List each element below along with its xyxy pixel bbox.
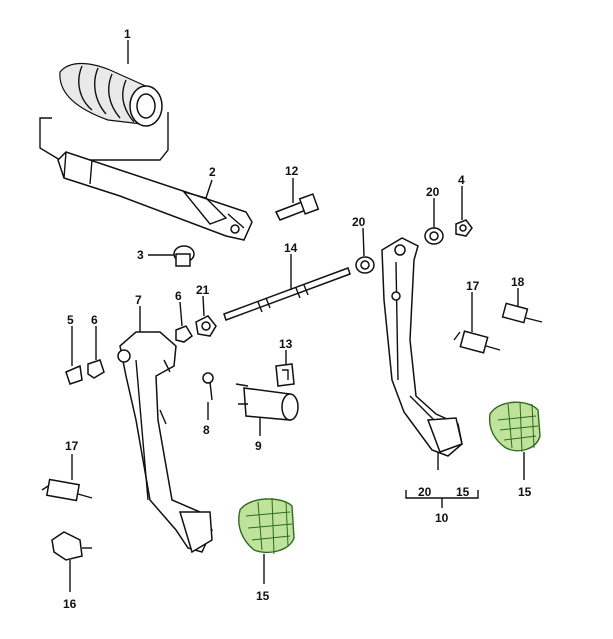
part-21-nut: [195, 315, 217, 337]
part-20-bushing-center: [355, 256, 375, 274]
part-13-bracket: [275, 363, 295, 387]
leader-20-center: [362, 227, 365, 257]
callout-17-left[interactable]: 17: [65, 439, 79, 453]
part-1-rubber-boot: [59, 62, 163, 127]
callout-13[interactable]: 13: [279, 337, 293, 351]
callout-6-left[interactable]: 6: [91, 313, 98, 327]
leader-6-upper: [179, 301, 183, 327]
callout-18[interactable]: 18: [511, 275, 525, 289]
part-10-brake-pedal: [381, 237, 463, 457]
callout-4[interactable]: 4: [458, 173, 465, 187]
leader-2: [205, 179, 213, 199]
callout-10[interactable]: 10: [435, 511, 449, 525]
part-17-switch-left: [41, 478, 93, 502]
part-15-pedal-pad-left: [238, 497, 295, 555]
part-2-pedal-bracket: [57, 151, 253, 241]
callout-21[interactable]: 21: [196, 283, 210, 297]
callout-20-right[interactable]: 20: [426, 185, 440, 199]
callout-8[interactable]: 8: [203, 423, 210, 437]
part-6-clip-upper: [175, 325, 193, 343]
callout-10-20[interactable]: 20: [418, 485, 432, 499]
part-3-bushing: [173, 245, 195, 267]
part-9-cylinder: [235, 383, 299, 421]
part-8-pin: [202, 372, 214, 401]
part-4-nut: [455, 219, 473, 237]
part-20-bushing-right: [424, 227, 444, 245]
part-17-switch-right: [453, 330, 501, 354]
callout-17-right[interactable]: 17: [466, 279, 480, 293]
callout-15-right[interactable]: 15: [518, 485, 532, 499]
callout-9[interactable]: 9: [255, 439, 262, 453]
part-15-pedal-pad-right: [488, 401, 541, 453]
part-7-clutch-pedal: [117, 331, 213, 554]
callout-3[interactable]: 3: [137, 248, 144, 262]
callout-10-15[interactable]: 15: [456, 485, 470, 499]
callout-14[interactable]: 14: [284, 241, 298, 255]
callout-16[interactable]: 16: [63, 597, 77, 611]
callout-12[interactable]: 12: [285, 164, 299, 178]
part-6-clip-left: [87, 359, 105, 379]
callout-2[interactable]: 2: [209, 165, 216, 179]
callout-7[interactable]: 7: [135, 293, 142, 307]
part-14-pivot-shaft: [223, 267, 351, 321]
part-18-switch: [501, 302, 543, 324]
callout-6-upper[interactable]: 6: [175, 289, 182, 303]
callout-5[interactable]: 5: [67, 313, 74, 327]
callout-1[interactable]: 1: [124, 27, 131, 41]
callout-20-center[interactable]: 20: [352, 215, 366, 229]
part-16-switch-bracket: [51, 531, 92, 561]
leader-21: [202, 295, 205, 317]
part-12-bolt: [274, 193, 320, 221]
callout-15-left[interactable]: 15: [256, 589, 270, 603]
part-5-spring-clip: [65, 364, 83, 385]
